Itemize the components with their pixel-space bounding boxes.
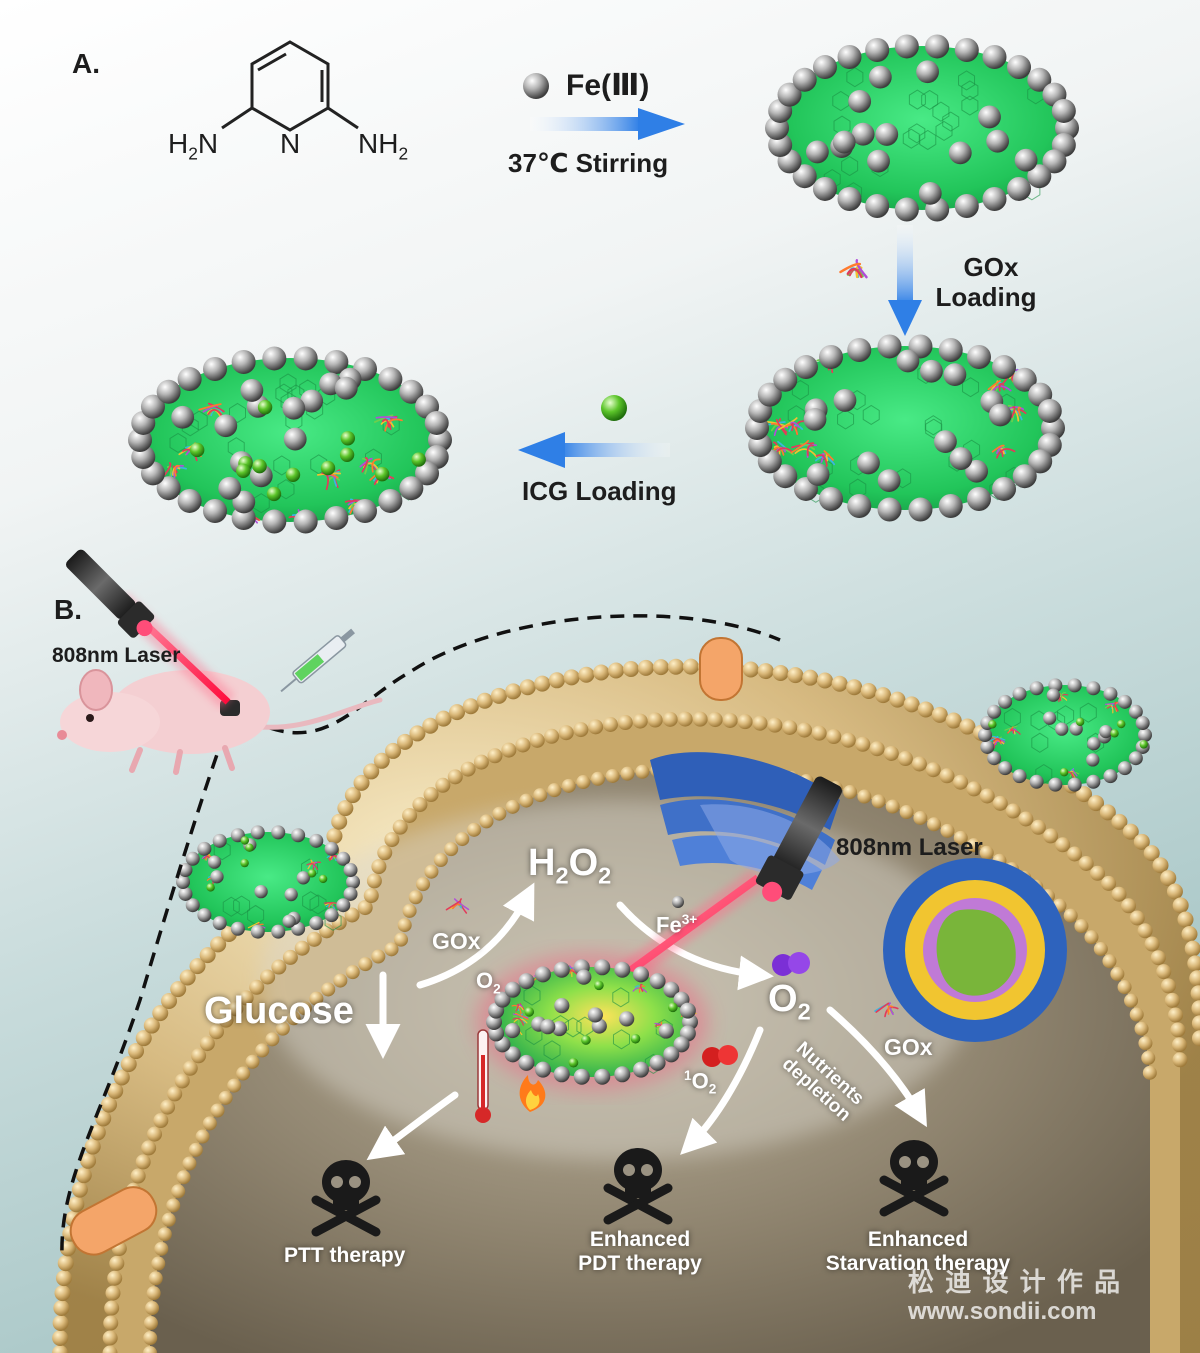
nanosheet-outside-left [176,825,360,939]
arrow-h2o2-to-o2 [616,901,774,991]
pdt-line1: Enhanced [589,1228,691,1251]
o2-small-label: O2 [476,968,501,997]
laser-torch-cell-icon [755,776,842,902]
nucleus [883,858,1067,1042]
arrow-to-ptt [366,1091,459,1161]
step2-line1: GOx [963,252,1019,282]
arrow-to-starvation [826,1006,927,1128]
fe3-label: Fe3+ [656,912,698,938]
arrow-step2 [888,225,922,336]
thermometer-icon [475,1029,491,1123]
pyridine-molecule [221,40,359,132]
gox-protein-icon [839,259,868,279]
arrow-glucose-to-h2o2 [416,882,535,989]
skull-ptt-icon [311,1160,381,1237]
laser-torch-mouse-icon [66,549,155,638]
watermark-chinese: 松 迪 设 计 作 品 [908,1267,1123,1297]
singlet-oxygen-icon [702,1045,738,1067]
molecule-ring-atom: N [280,128,301,159]
skull-starvation-icon [879,1140,949,1217]
panel-a-label: A. [72,48,100,79]
nanosheet-outside-right [978,678,1152,792]
nanosheet-fe-gox [745,334,1065,522]
fe-sphere-icon [523,73,549,99]
laser-cell-label: 808nm Laser [836,834,983,861]
pdt-line2: PDT therapy [578,1252,702,1275]
pdt-therapy-label: Enhanced PDT therapy [560,1228,720,1276]
membrane-channel-bottom [69,1186,158,1256]
lipid-bilayer [52,658,1200,1353]
step3-text: ICG Loading [522,476,677,506]
laser-mouse-label: 808nm Laser [52,644,181,667]
starvation-line2: Starvation therapy [825,1252,1011,1275]
singlet-oxygen-label: 1O2 [684,1068,717,1097]
h2o2-label: H2O2 [528,842,612,889]
flame-icon [519,1075,546,1112]
glucose-label: Glucose [204,990,354,1032]
nanosheet-center [476,953,708,1091]
skull-pdt-icon [603,1148,673,1225]
nanosheet-fe [765,34,1079,222]
nanosheet-fe-gox-icg [128,346,452,534]
fe-ion-icon [672,896,684,908]
membrane-channel-top [699,637,743,701]
o2-molecule-icon [772,952,810,976]
arrow-to-pdt [680,1026,764,1155]
gox-right-label: GOx [884,1034,933,1060]
ptt-therapy-label: PTT therapy [284,1244,406,1267]
gox-left-label: GOx [432,928,481,954]
watermark-url: www.sondii.com [908,1298,1097,1325]
arrow-step3 [518,395,670,468]
step2-line2: Loading [935,282,1037,312]
o2-large-label: O2 [768,978,811,1025]
gox-protein-right-icon [874,1002,899,1018]
starvation-line1: Enhanced [867,1228,969,1251]
syringe-icon [280,628,355,693]
step1-condition: 37℃ Stirring [508,148,669,178]
icg-sphere-icon [601,395,627,421]
molecule-right-group: NH2 [358,128,409,164]
dashed-path [60,614,781,1256]
arrow-step1 [523,73,685,140]
step1-reagent: Fe(Ⅲ) [566,69,650,102]
gox-protein-small-icon [445,898,470,914]
molecule-left-group: H2N [168,128,219,164]
reaction-arrows [365,882,927,1161]
starvation-therapy-label: Enhanced Starvation therapy [806,1228,1030,1276]
panel-b-label: B. [54,594,82,625]
